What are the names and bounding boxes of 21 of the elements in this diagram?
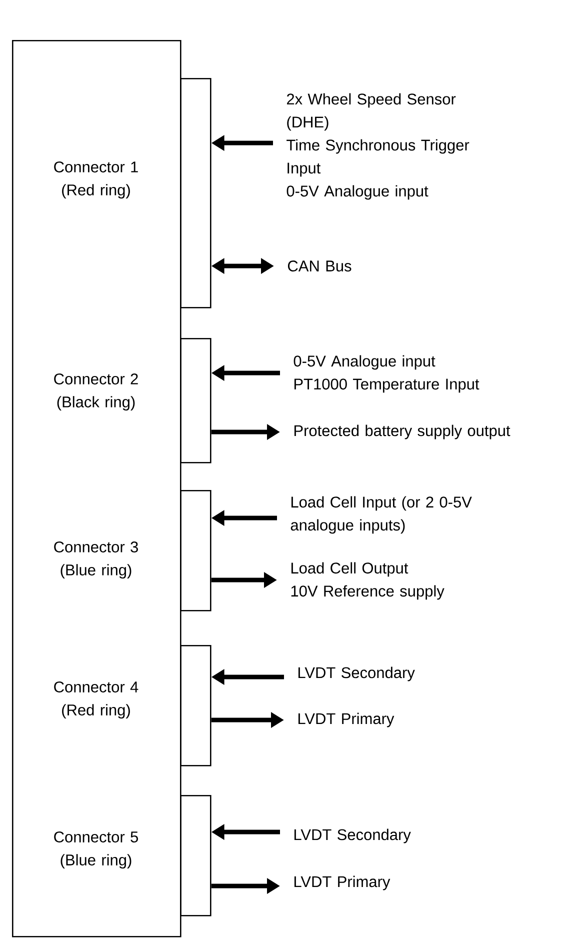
- connector-label: Connector 5 (Blue ring): [54, 832, 138, 869]
- signal-label: Protected battery supply output: [294, 424, 510, 440]
- signal-label: LVDT Primary: [294, 876, 390, 890]
- signal-label: 0-5V Analogue input PT1000 Temperature Input: [294, 355, 480, 393]
- signal-label: 2x Wheel Speed Sensor (DHE) Time Synchronous Trigger Input 0-5V Analogue input: [286, 93, 470, 200]
- connector-tab: [180, 645, 212, 766]
- housing-box: [12, 40, 182, 938]
- connector-label: Connector 2 (Black ring): [54, 374, 138, 411]
- signal-label: Load Cell Input (or 2 0-5V analogue inputs): [290, 496, 472, 534]
- signal-label: Load Cell Output 10V Reference supply: [291, 562, 444, 600]
- connector-tab: [180, 78, 212, 308]
- connector-label: Connector 1 (Red ring): [54, 161, 138, 199]
- signal-label: LVDT Secondary: [298, 666, 415, 682]
- signal-label: CAN Bus: [288, 260, 352, 272]
- connector-label: Connector 4 (Red ring): [54, 682, 138, 719]
- connector-tab: [180, 338, 212, 464]
- connector-label: Connector 3 (Blue ring): [54, 542, 138, 579]
- signal-label: LVDT Secondary: [294, 828, 411, 844]
- signal-label: LVDT Primary: [298, 712, 394, 728]
- connector-tab: [180, 795, 212, 916]
- connector-tab: [180, 490, 212, 612]
